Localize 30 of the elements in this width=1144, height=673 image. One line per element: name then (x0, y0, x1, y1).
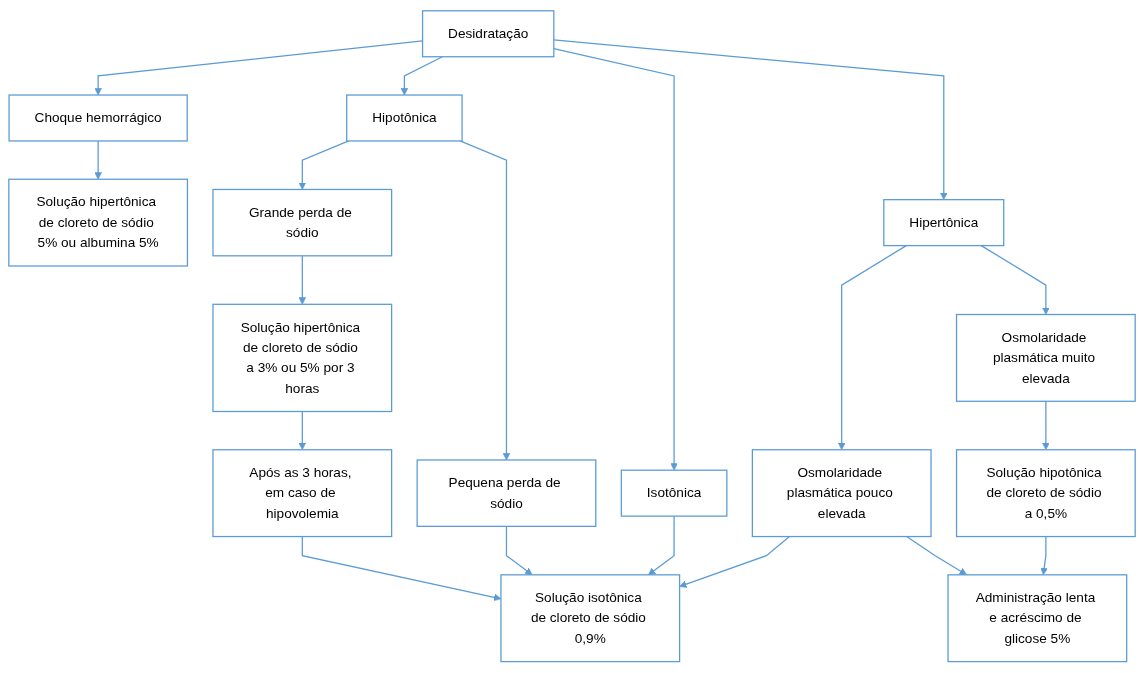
arrow (837, 245, 907, 451)
arrow (298, 411, 307, 451)
arrow (459, 140, 511, 461)
node-box: Solução hipertônica de cloreto de sódio 5% ou albumina 5% (8, 178, 189, 267)
node-box: Osmolaridade plasmática muito elevada (955, 314, 1136, 403)
node-box: Grande perda de sódio (212, 189, 393, 257)
arrow (906, 536, 967, 576)
node-box: Osmolaridade plasmática pouco elevada (751, 449, 932, 538)
node-box: Administração lenta e acréscimo de glicose 5% (947, 574, 1128, 663)
node-box: Hipertônica (883, 199, 1005, 247)
arrow (553, 48, 678, 471)
arrow (298, 255, 307, 305)
node-box: Pequena perda de sódio (416, 459, 597, 528)
arrow (1042, 400, 1050, 451)
node-box: Após as 3 horas, em caso de hipovolemia (212, 449, 393, 538)
node-box: Desidratação (421, 10, 555, 58)
arrow (553, 39, 948, 201)
arrow (505, 526, 533, 576)
node-box: Isotônica (620, 469, 728, 518)
arrow (94, 140, 102, 180)
node-box: Solução hipotônica de cloreto de sódio a 0,5% (955, 449, 1136, 538)
arrow (648, 515, 675, 576)
node-box: Hipotônica (346, 94, 463, 142)
node-box: Choque hemorrágico (8, 94, 188, 142)
node-box: Solução hipertônica de cloreto de sódio a 3% ou 5% por 3 horas (212, 303, 393, 413)
arrow (298, 140, 350, 191)
node-box: Solução isotônica de cloreto de sódio 0,9% (500, 574, 681, 663)
arrow (679, 536, 791, 589)
arrow (980, 245, 1050, 316)
arrow (1040, 536, 1048, 576)
